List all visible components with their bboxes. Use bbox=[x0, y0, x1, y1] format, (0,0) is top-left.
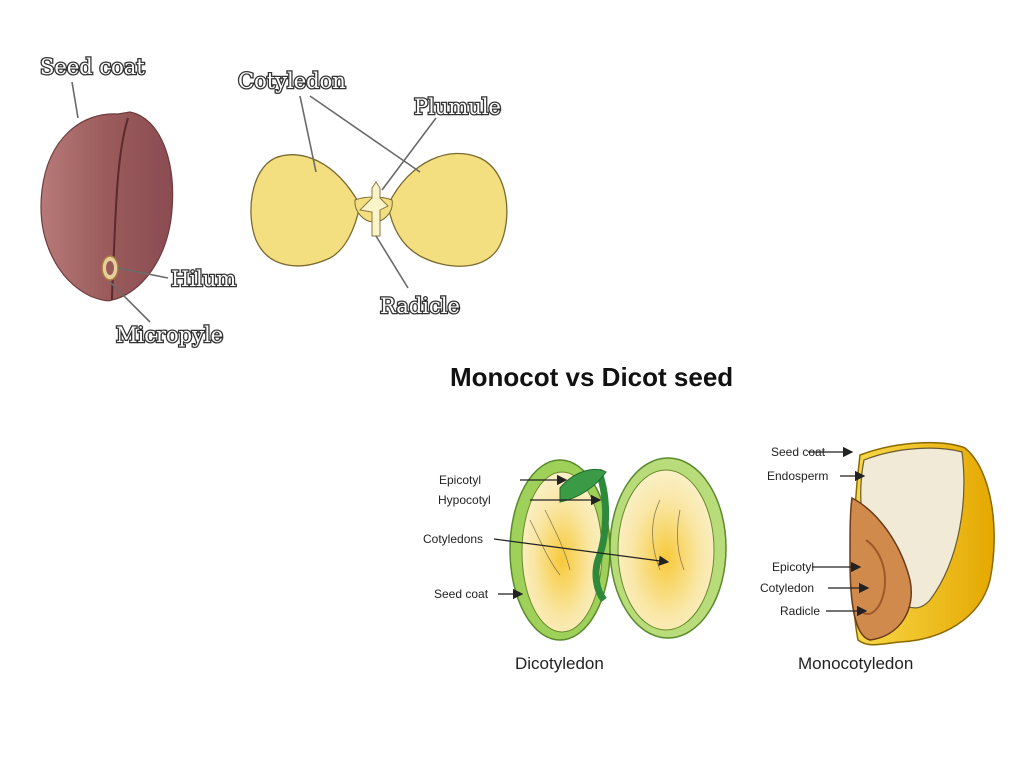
seed-coat-leader bbox=[71, 81, 79, 119]
bean-seed-opened bbox=[250, 152, 508, 267]
mono-label-radicle: Radicle bbox=[780, 604, 820, 618]
monocot-caption: Monocotyledon bbox=[798, 654, 913, 673]
dicot-label-epicotyl: Epicotyl bbox=[439, 473, 481, 487]
dicot-veins bbox=[529, 499, 685, 576]
mono-label-seed-coat: Seed coat bbox=[771, 445, 826, 459]
cotyledon-leader-left bbox=[299, 95, 317, 173]
label-cotyledon: Cotyledon bbox=[238, 69, 346, 93]
dicot-right-cotyledon bbox=[617, 469, 715, 631]
dicot-hypocotyl-shape bbox=[592, 468, 609, 603]
mono-label-epicotyl: Epicotyl bbox=[772, 560, 814, 574]
dicot-label-cotyledons: Cotyledons bbox=[423, 532, 483, 546]
cotyledon-leader-right bbox=[309, 95, 421, 173]
comparison-title: Monocot vs Dicot seed bbox=[450, 362, 733, 392]
plumule-radicle-shape bbox=[358, 181, 389, 237]
monocot-seed bbox=[849, 441, 995, 646]
plumule-leader bbox=[381, 117, 437, 191]
label-micropyle: Micropyle bbox=[116, 323, 223, 347]
dicot-caption: Dicotyledon bbox=[515, 654, 604, 673]
hilum-inner bbox=[106, 261, 114, 275]
label-seed-coat: Seed coat bbox=[40, 55, 145, 79]
dicot-cotyledons-arrow bbox=[493, 538, 670, 566]
mono-label-cotyledon: Cotyledon bbox=[760, 581, 814, 595]
hilum-leader bbox=[117, 267, 169, 279]
monocot-embryo-shape bbox=[849, 496, 912, 641]
label-radicle: Radicle bbox=[380, 294, 460, 318]
label-plumule: Plumule bbox=[414, 95, 501, 119]
dicot-epicotyl-leaf bbox=[559, 468, 607, 503]
bean-seed-external bbox=[40, 111, 174, 302]
dicot-seed bbox=[509, 457, 727, 641]
radicle-leader bbox=[375, 235, 409, 289]
mono-label-endosperm: Endosperm bbox=[767, 469, 828, 483]
label-hilum: Hilum bbox=[171, 267, 236, 291]
dicot-label-seed-coat: Seed coat bbox=[434, 587, 489, 601]
seed-coat-shape bbox=[40, 111, 174, 302]
cotyledon-left-shape bbox=[250, 154, 361, 267]
cotyledon-right-shape bbox=[387, 152, 508, 267]
monocot-embryo-detail bbox=[861, 539, 886, 615]
micropyle-leader bbox=[109, 281, 151, 323]
dicot-label-hypocotyl: Hypocotyl bbox=[438, 493, 491, 507]
